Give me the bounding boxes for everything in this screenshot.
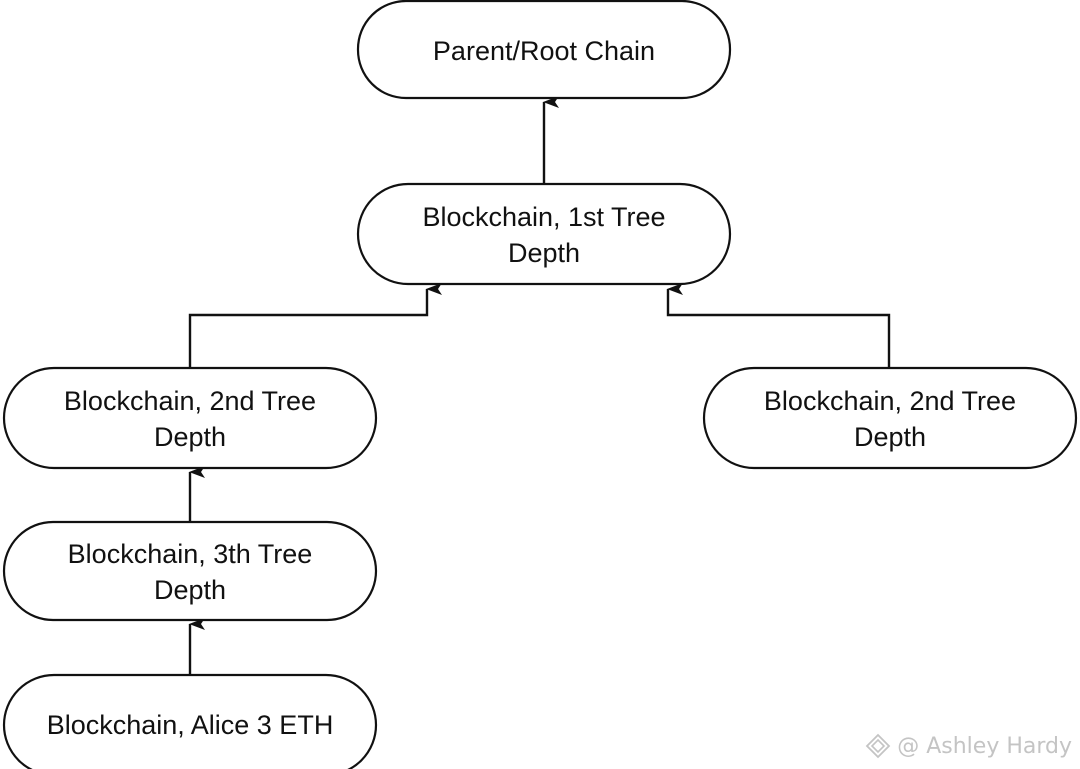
node-depth2-right-shape bbox=[702, 366, 1078, 470]
node-depth1-line-2: Depth bbox=[508, 238, 580, 268]
node-leaf-line-1: Blockchain, Alice 3 ETH bbox=[47, 710, 334, 740]
node-depth1: Blockchain, 1st Tree Depth bbox=[356, 182, 732, 286]
node-depth1-shape bbox=[356, 182, 732, 286]
node-depth3-shape bbox=[2, 520, 378, 622]
watermark-text: @ Ashley Hardy bbox=[897, 733, 1072, 759]
watermark: @ Ashley Hardy bbox=[865, 733, 1072, 759]
node-depth2-left-shape bbox=[2, 366, 378, 470]
diamond-logo-icon bbox=[865, 733, 891, 759]
edge-depth2-right-to-depth1 bbox=[666, 283, 891, 368]
node-depth2-left: Blockchain, 2nd Tree Depth bbox=[2, 366, 378, 470]
node-depth2-left-line-2: Depth bbox=[154, 422, 226, 452]
node-leaf: Blockchain, Alice 3 ETH bbox=[2, 673, 378, 769]
node-root: Parent/Root Chain bbox=[356, 0, 732, 100]
node-depth3: Blockchain, 3th Tree Depth bbox=[2, 520, 378, 622]
node-depth1-line-1: Blockchain, 1st Tree bbox=[422, 202, 665, 232]
node-depth2-right-line-2: Depth bbox=[854, 422, 926, 452]
node-root-line-1: Parent/Root Chain bbox=[433, 36, 655, 66]
node-leaf-shape bbox=[2, 673, 378, 769]
node-depth3-line-1: Blockchain, 3th Tree bbox=[68, 539, 313, 569]
node-depth2-left-line-1: Blockchain, 2nd Tree bbox=[64, 386, 316, 416]
node-depth2-right: Blockchain, 2nd Tree Depth bbox=[702, 366, 1078, 470]
node-depth3-line-2: Depth bbox=[154, 575, 226, 605]
edge-depth2-left-to-depth1 bbox=[188, 283, 442, 368]
node-root-shape bbox=[356, 0, 732, 100]
node-depth2-right-line-1: Blockchain, 2nd Tree bbox=[764, 386, 1016, 416]
edges bbox=[188, 96, 891, 674]
